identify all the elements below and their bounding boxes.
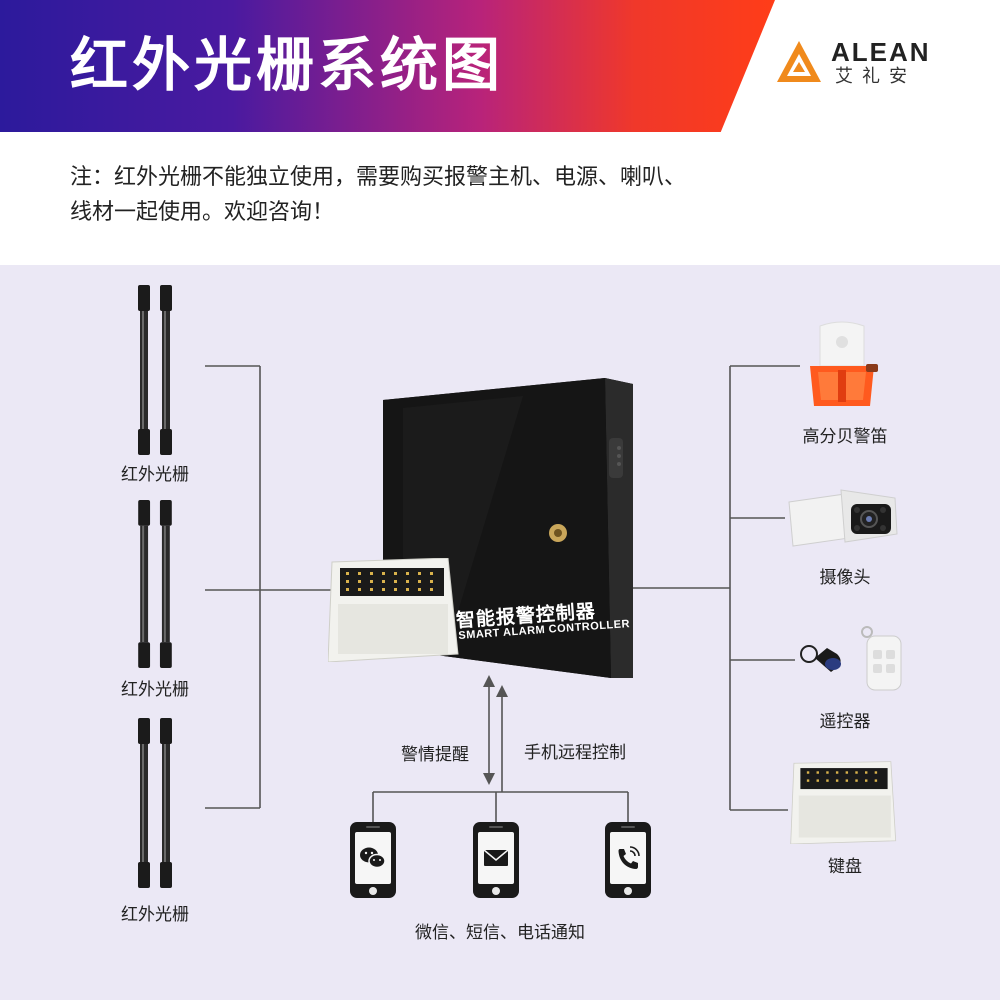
- note-line-1: 注：红外光栅不能独立使用，需要购买报警主机、电源、喇叭、: [70, 165, 687, 190]
- phone-call-icon: [618, 846, 640, 869]
- beam-label-2: 红外光栅: [121, 680, 189, 700]
- alean-logo-icon: [777, 41, 821, 82]
- camera-label: 摄像头: [819, 568, 871, 588]
- beam-label-1: 红外光栅: [121, 465, 189, 485]
- beam-label-3: 红外光栅: [121, 905, 189, 925]
- usage-note: 注：红外光栅不能独立使用，需要购买报警主机、电源、喇叭、 线材一起使用。欢迎咨询…: [70, 160, 830, 230]
- infrared-beam-icon: [138, 285, 172, 455]
- phone-speaker: [489, 826, 503, 828]
- remote-control-flow-label: 手机远程控制: [524, 743, 626, 763]
- phone-home-button: [369, 887, 377, 895]
- keypad-icon: [328, 558, 459, 662]
- phone-call: [605, 822, 651, 898]
- phone-sms: [473, 822, 519, 898]
- keypad-icon: [790, 761, 897, 844]
- infrared-beam-icon: [138, 500, 172, 668]
- notify-label: 微信、短信、电话通知: [415, 923, 585, 943]
- camera-icon: [788, 489, 898, 547]
- logo-text-cn: 艾礼安: [835, 66, 916, 87]
- note-line-2: 线材一起使用。欢迎咨询！: [70, 200, 335, 225]
- title-banner: [0, 0, 775, 132]
- alert-flow-label: 警情提醒: [401, 745, 469, 765]
- sms-icon: [483, 849, 509, 866]
- alarm-controller-box: [383, 378, 633, 678]
- phone-wechat: [350, 822, 396, 898]
- phone-home-button: [624, 887, 632, 895]
- remote-control-icon: [800, 626, 902, 691]
- brand-logo: ALEAN 艾礼安: [775, 38, 960, 90]
- phone-speaker: [621, 826, 635, 828]
- logo-text-en: ALEAN: [831, 37, 931, 67]
- phone-speaker: [366, 826, 380, 828]
- infrared-beam-icon: [138, 718, 172, 888]
- siren-label: 高分贝警笛: [802, 427, 888, 447]
- wechat-icon: [360, 847, 386, 869]
- keypad-label: 键盘: [828, 857, 862, 877]
- header: 红外光栅系统图 ALEAN 艾礼安: [0, 0, 1000, 132]
- page-title: 红外光栅系统图: [70, 31, 505, 99]
- phone-screen: [610, 832, 646, 884]
- phone-home-button: [492, 887, 500, 895]
- siren-icon: [810, 321, 878, 406]
- remote-control-label: 遥控器: [819, 712, 871, 732]
